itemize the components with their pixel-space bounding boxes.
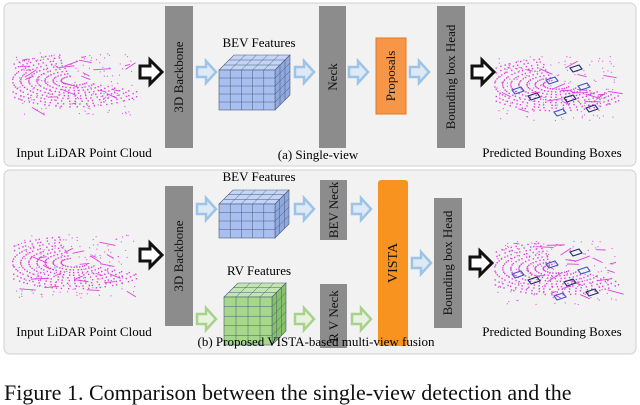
- input-label-b: Input LiDAR Point Cloud: [16, 324, 152, 339]
- bev-feature-cube-b: [218, 189, 290, 239]
- backbone-label-b: 3D Backbone: [171, 220, 186, 291]
- arrow-head-to-output-a: [470, 56, 497, 88]
- figure-caption-text: Figure 1. Comparison between the single-…: [4, 381, 572, 405]
- bbox-head-label-a: Bounding box Head: [443, 24, 458, 129]
- arrow-bev-neck-to-vista-b: [350, 194, 373, 224]
- arrow-rv-neck-to-vista-b: [350, 304, 373, 334]
- arrow-vista-to-head-b: [410, 248, 433, 278]
- arrow-bev-to-neck-a: [293, 57, 316, 87]
- input-point-cloud-a: [12, 52, 138, 116]
- arrow-rv-to-rv-neck-b: [293, 304, 316, 334]
- vista-label-b: VISTA: [386, 242, 401, 283]
- subcaption-a: (a) Single-view: [278, 147, 359, 162]
- rv-neck-block-b: [320, 284, 347, 348]
- input-label-a: Input LiDAR Point Cloud: [16, 145, 152, 160]
- rv-neck-label-b: R V Neck: [326, 290, 341, 342]
- arrow-backbone-to-bev-a: [195, 57, 218, 87]
- rv-features-label-b: RV Features: [227, 263, 291, 278]
- bbox-head-block-a: [437, 6, 465, 148]
- backbone-block-a: [165, 6, 193, 148]
- output-point-cloud-a: [494, 56, 623, 122]
- figure-caption: Figure 1. Comparison between the single-…: [4, 381, 640, 405]
- backbone-label-a: 3D Backbone: [171, 41, 186, 112]
- arrow-input-to-backbone-a: [138, 56, 165, 88]
- neck-block-a: [319, 6, 346, 148]
- arrow-bev-to-bev-neck-b: [293, 194, 316, 224]
- neck-label-a: Neck: [325, 63, 340, 91]
- arrow-backbone-to-rv-b: [195, 304, 218, 334]
- arrow-backbone-to-bev-b: [195, 194, 218, 224]
- output-point-cloud-b: [494, 240, 624, 306]
- bev-neck-label-b: BEV Neck: [326, 181, 341, 238]
- proposals-label-a: Proposals: [383, 51, 398, 102]
- bev-feature-cube-a: [218, 54, 291, 111]
- bbox-head-label-b: Bounding box Head: [440, 210, 455, 315]
- backbone-block-b: [165, 186, 193, 326]
- bev-features-label-b: BEV Features: [222, 169, 295, 184]
- arrow-input-to-backbone-b: [138, 239, 165, 271]
- vista-block-b: [378, 180, 408, 346]
- input-point-cloud-b: [12, 234, 138, 299]
- bev-neck-block-b: [320, 180, 347, 240]
- arrow-neck-to-proposals-a: [347, 57, 370, 87]
- arrow-proposals-to-head-a: [408, 57, 431, 87]
- output-label-b: Predicted Bounding Boxes: [482, 324, 621, 339]
- subcaption-b: (b) Proposed VISTA-based multi-view fusi…: [197, 334, 435, 349]
- rv-feature-cube-b: [223, 282, 287, 346]
- output-label-a: Predicted Bounding Boxes: [482, 145, 621, 160]
- panel-b-background: [3, 169, 637, 355]
- bbox-head-block-b: [434, 198, 462, 328]
- proposals-block-a: [375, 37, 407, 115]
- arrow-head-to-output-b: [468, 247, 495, 279]
- bev-features-label-a: BEV Features: [222, 35, 295, 50]
